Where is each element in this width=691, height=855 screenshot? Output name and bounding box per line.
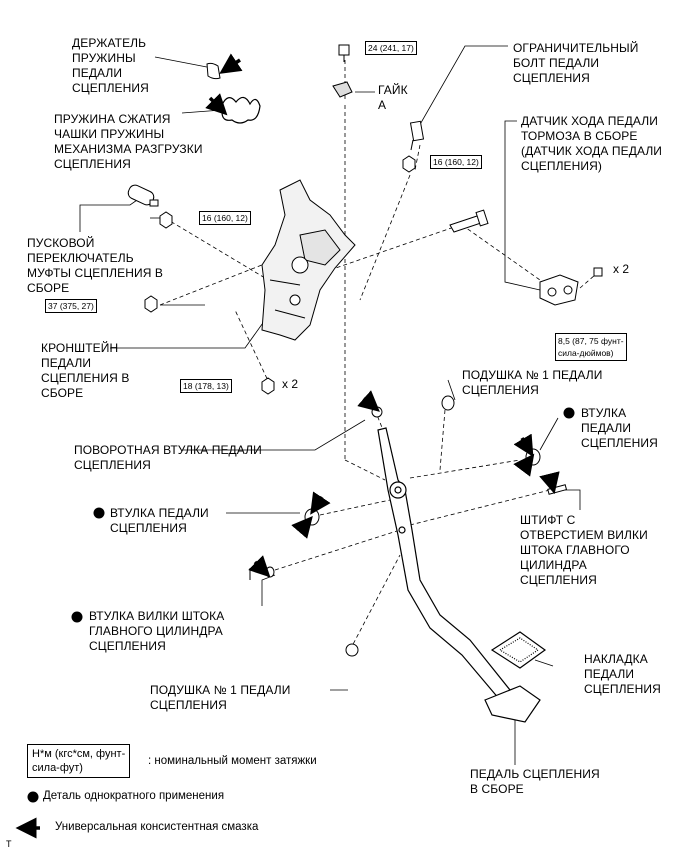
- label-nut-a: ГАЙК А: [378, 83, 408, 112]
- pedal-foot-part: [484, 685, 541, 723]
- label-pivot-bushing: ПОВОРОТНАЯ ВТУЛКА ПЕДАЛИ СЦЕПЛЕНИЯ: [74, 443, 262, 472]
- pin-part: [547, 484, 568, 495]
- nut-a-part: [332, 81, 353, 98]
- torque-top-bolt: 24 (241, 17): [365, 41, 417, 55]
- label-clevis-bushing: ВТУЛКА ВИЛКИ ШТОКА ГЛАВНОГО ЦИЛИНДРА СЦЕ…: [89, 609, 225, 653]
- legend-torque-text: : номинальный момент затяжки: [148, 755, 317, 767]
- pivot-bolt-part: [449, 209, 489, 233]
- bushing-left-part: [304, 508, 320, 526]
- torque-start-switch: 16 (160, 12): [199, 211, 251, 225]
- cushion-bottom-part: [345, 643, 359, 657]
- label-cushion-bottom: ПОДУШКА № 1 ПЕДАЛИ СЦЕПЛЕНИЯ: [150, 683, 291, 712]
- lower-nut-part: [261, 377, 275, 395]
- spring-holder-part: [206, 62, 221, 80]
- grease-arrows: [15, 53, 560, 839]
- stop-bolt-part: [409, 120, 425, 151]
- pedal-bracket-part: [261, 179, 356, 341]
- label-pedal-assembly: ПЕДАЛЬ СЦЕПЛЕНИЯ В СБОРЕ: [470, 767, 600, 796]
- label-bushing-left: ВТУЛКА ПЕДАЛИ СЦЕПЛЕНИЯ: [110, 506, 209, 535]
- single-use-dots: [27, 407, 575, 803]
- label-bushing-right: ВТУЛКА ПЕДАЛИ СЦЕПЛЕНИЯ: [581, 406, 658, 450]
- switch-nut-part: [159, 211, 173, 229]
- stop-nut-part: [402, 155, 416, 173]
- legend-single-use-text: Деталь однократного применения: [43, 790, 225, 802]
- pivot-bushing-part: [371, 406, 383, 418]
- multiplier-lower: x 2: [282, 377, 299, 391]
- start-switch-part: [127, 184, 159, 207]
- torque-bracket: 37 (375, 27): [45, 299, 97, 313]
- cushion-top-part: [441, 395, 455, 411]
- sensor-screw-part: [593, 267, 603, 277]
- leader-lines: [79, 45, 581, 765]
- bracket-nut-part: [144, 295, 158, 313]
- label-stroke-sensor: ДАТЧИК ХОДА ПЕДАЛИ ТОРМОЗА В СБОРЕ (ДАТЧ…: [521, 114, 663, 173]
- label-compression-spring: ПРУЖИНА СЖАТИЯ ЧАШКИ ПРУЖИНЫ МЕХАНИЗМА Р…: [54, 112, 203, 171]
- label-pin: ШТИФТ С ОТВЕРСТИЕМ ВИЛКИ ШТОКА ГЛАВНОГО …: [520, 513, 648, 587]
- pedal-pad-part: [490, 631, 547, 669]
- torque-sensor: 8,5 (87, 75 фунт- сила-дюймов): [555, 333, 627, 361]
- label-pedal-pad: НАКЛАДКА ПЕДАЛИ СЦЕПЛЕНИЯ: [584, 652, 661, 696]
- multiplier-sensor: x 2: [613, 262, 630, 276]
- legend-torque-box: Н*м (кгс*см, фунт- сила-фут): [27, 744, 131, 778]
- assembly-dashed-lines: [159, 60, 596, 651]
- legend-grease-text: Универсальная консистентная смазка: [55, 821, 259, 833]
- torque-lower-nut: 18 (178, 13): [180, 379, 232, 393]
- label-start-switch: ПУСКОВОЙ ПЕРЕКЛЮЧАТЕЛЬ МУФТЫ СЦЕПЛЕНИЯ В…: [27, 236, 164, 295]
- compression-spring-part: [221, 96, 261, 124]
- pedal-arm-part: [377, 427, 511, 701]
- label-bracket: КРОНШТЕЙН ПЕДАЛИ СЦЕПЛЕНИЯ В СБОРЕ: [41, 341, 130, 400]
- corner-mark: T: [6, 839, 12, 849]
- label-stop-bolt: ОГРАНИЧИТЕЛЬНЫЙ БОЛТ ПЕДАЛИ СЦЕПЛЕНИЯ: [513, 41, 639, 85]
- top-bolt-part: [338, 44, 350, 62]
- stroke-sensor-part: [539, 274, 579, 306]
- torque-stop-nut: 16 (160, 12): [430, 155, 482, 169]
- label-spring-holder: ДЕРЖАТЕЛЬ ПРУЖИНЫ ПЕДАЛИ СЦЕПЛЕНИЯ: [72, 36, 149, 95]
- label-cushion-top: ПОДУШКА № 1 ПЕДАЛИ СЦЕПЛЕНИЯ: [462, 368, 603, 397]
